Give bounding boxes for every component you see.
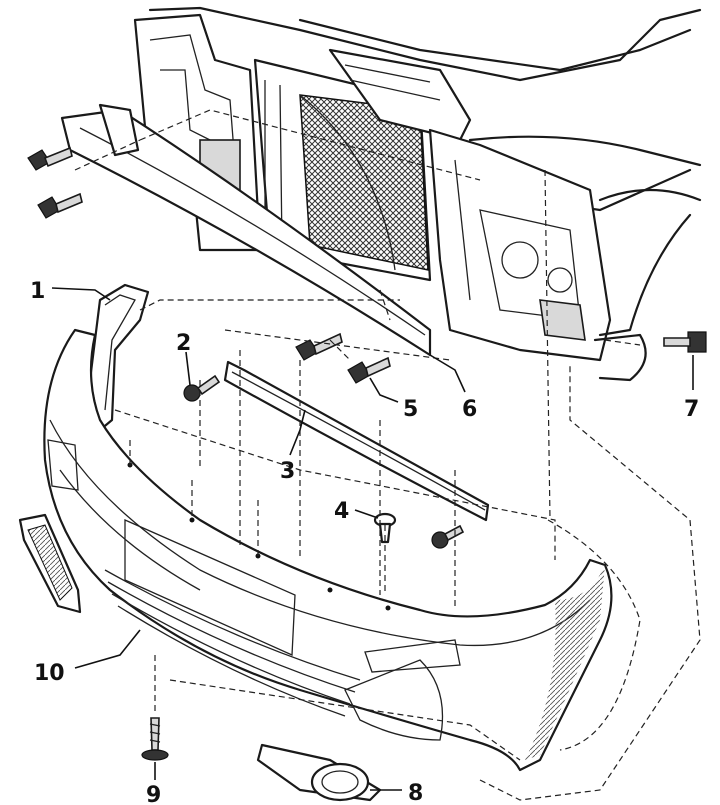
alignment-lines [74,109,701,801]
side-reflector [18,513,82,614]
screw-9 [141,717,169,761]
bumper-spoiler-strip [223,360,490,522]
bolt-center [295,332,343,361]
clip-4 [373,512,397,544]
fog-light-trim-cover [256,743,382,802]
beam-bolt-lower [37,192,83,219]
callout-5: 5 [403,397,418,422]
callout-9: 9 [146,783,161,805]
callout-10: 10 [34,661,65,686]
callout-6: 6 [462,397,477,422]
bolt-7 [663,331,707,353]
callout-2: 2 [176,331,191,356]
callout-4: 4 [334,499,349,524]
bolt-5 [347,356,391,384]
screw-3-end [431,524,465,549]
callout-leaders [51,287,694,791]
bumper-guide-bracket [88,283,150,432]
callout-1: 1 [30,279,45,304]
bumper-cover [43,328,613,772]
callout-8: 8 [408,781,423,805]
beam-bolt-upper [27,146,73,171]
callout-labels: 1 2 3 4 5 6 7 8 9 10 [30,279,699,805]
callout-3: 3 [280,459,295,484]
callout-7: 7 [684,397,699,422]
